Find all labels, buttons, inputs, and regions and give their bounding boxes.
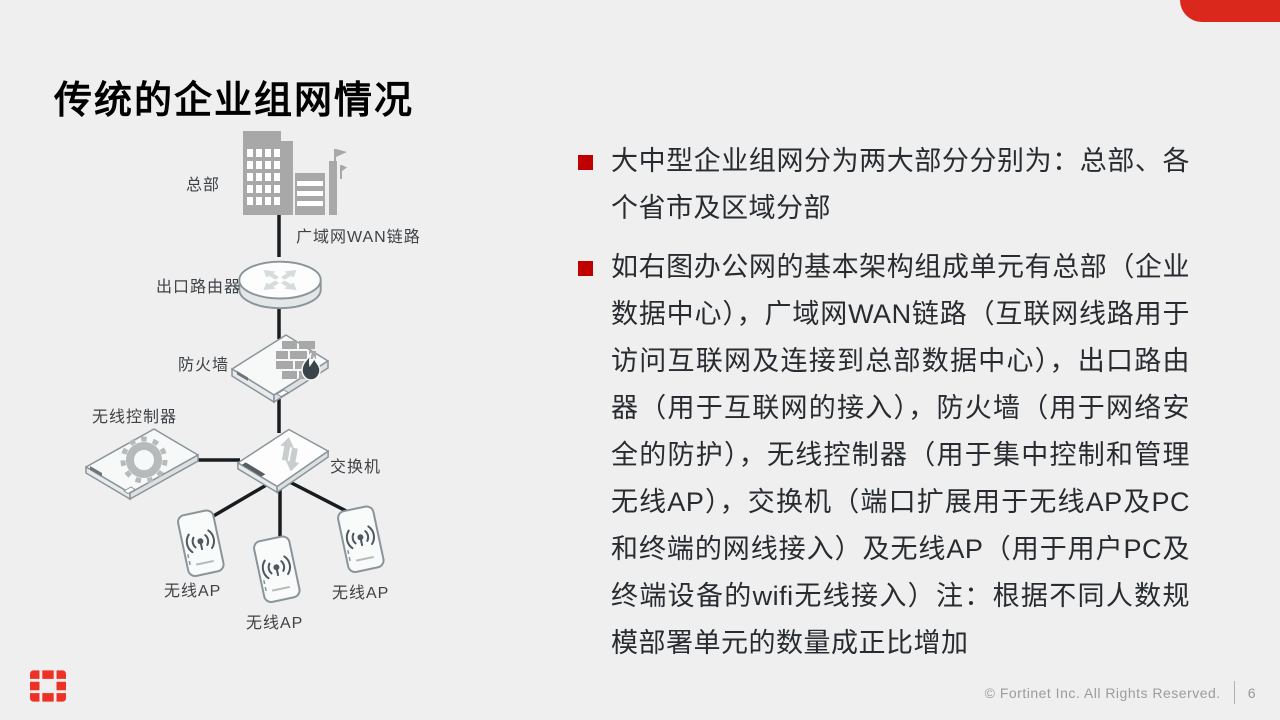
bullet-text: 如右图办公网的基本架构组成单元有总部（企业数据中心），广域网WAN链路（互联网线…	[611, 252, 1190, 658]
switch-icon	[230, 421, 336, 495]
list-item: 大中型企业组网分为两大部分分别为：总部、各个省市及区域分部	[578, 138, 1190, 232]
footer-divider	[1233, 681, 1235, 704]
list-item: 如右图办公网的基本架构组成单元有总部（企业数据中心），广域网WAN链路（互联网线…	[578, 244, 1190, 667]
page-title: 传统的企业组网情况	[54, 80, 415, 123]
copyright-text: © Fortinet Inc. All Rights Reserved.	[984, 684, 1221, 701]
wireless-ap-icon	[333, 501, 391, 579]
ap-label: 无线AP	[246, 615, 304, 632]
page-number: 6	[1247, 684, 1256, 701]
router-label: 出口路由器	[156, 279, 242, 296]
hq-label: 总部	[186, 177, 221, 194]
building-icon	[223, 123, 347, 217]
bullet-list: 大中型企业组网分为两大部分分别为：总部、各个省市及区域分部 如右图办公网的基本架…	[578, 138, 1190, 679]
network-diagram: 总部 广域网WAN链路 出口路由器	[40, 115, 480, 675]
wireless-controller-label: 无线控制器	[92, 409, 178, 426]
connector-lines	[192, 213, 355, 547]
footer: © Fortinet Inc. All Rights Reserved. 6	[985, 681, 1256, 704]
fortinet-logo-icon	[30, 670, 66, 702]
firewall-icon	[224, 329, 336, 407]
ap-label: 无线AP	[332, 585, 390, 602]
wireless-controller-icon	[80, 421, 204, 503]
wireless-ap-icon	[173, 505, 231, 583]
switch-label: 交换机	[330, 459, 382, 476]
router-icon	[236, 251, 324, 313]
bullet-marker	[578, 155, 593, 170]
wireless-ap-icon	[249, 531, 307, 609]
bullet-marker	[578, 261, 593, 276]
corner-accent-bar	[1180, 0, 1280, 22]
wan-link-label: 广域网WAN链路	[296, 229, 421, 246]
firewall-label: 防火墙	[178, 357, 230, 374]
ap-label: 无线AP	[164, 583, 222, 600]
bullet-text: 大中型企业组网分为两大部分分别为：总部、各个省市及区域分部	[611, 146, 1190, 223]
